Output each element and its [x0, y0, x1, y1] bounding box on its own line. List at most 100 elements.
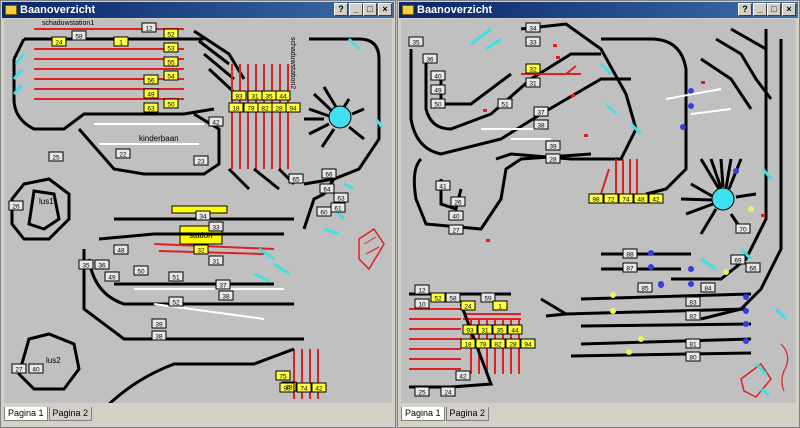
signal-blue[interactable] — [680, 124, 686, 130]
block-18[interactable] — [460, 338, 476, 349]
maximize-button[interactable]: □ — [363, 3, 377, 16]
block-28[interactable] — [545, 153, 561, 164]
signal-blue[interactable] — [688, 88, 694, 94]
minimize-button[interactable]: _ — [753, 3, 767, 16]
left-titlebar[interactable]: Baanoverzicht ? _ □ × — [2, 2, 394, 18]
maximize-button[interactable]: □ — [767, 3, 781, 16]
signal-blue[interactable] — [688, 103, 694, 109]
block-58[interactable] — [445, 292, 461, 303]
block-42[interactable] — [208, 116, 224, 127]
block-37[interactable] — [215, 279, 231, 290]
block-56[interactable] — [143, 74, 159, 85]
block-75[interactable] — [275, 370, 291, 381]
block-36[interactable] — [94, 259, 110, 270]
block-66[interactable] — [745, 262, 761, 273]
block-84[interactable] — [700, 282, 716, 293]
block-28b[interactable] — [505, 338, 521, 349]
turntable-left[interactable] — [328, 105, 352, 129]
left-track-canvas[interactable]: schaduwstation1 schaduwstation2 kinderba… — [4, 19, 392, 403]
block-1[interactable] — [113, 36, 129, 47]
block-60[interactable] — [316, 206, 332, 217]
block-40[interactable] — [430, 70, 446, 81]
block-32[interactable] — [525, 63, 541, 74]
block-32[interactable] — [193, 244, 209, 255]
block-34[interactable] — [525, 22, 541, 33]
block-41[interactable] — [435, 180, 451, 191]
right-titlebar[interactable]: Baanoverzicht ? _ □ × — [399, 2, 798, 18]
tab-pagina-1[interactable]: Pagina 1 — [401, 407, 445, 421]
block-18[interactable] — [228, 102, 244, 113]
block-42[interactable] — [648, 193, 664, 204]
block-26[interactable] — [450, 196, 466, 207]
block-53[interactable] — [163, 42, 179, 53]
block-35b[interactable] — [492, 324, 508, 335]
block-24b[interactable] — [440, 386, 456, 397]
block-98[interactable] — [588, 193, 604, 204]
block-38b[interactable] — [151, 330, 167, 341]
help-button[interactable]: ? — [738, 3, 752, 16]
block-48[interactable] — [633, 193, 649, 204]
block-12[interactable] — [414, 284, 430, 295]
block-27[interactable] — [448, 224, 464, 235]
block-87[interactable] — [622, 262, 638, 273]
block-38[interactable] — [533, 119, 549, 130]
block-52b[interactable] — [168, 296, 184, 307]
block-34[interactable] — [195, 210, 211, 221]
tab-pagina-2[interactable]: Pagina 2 — [445, 407, 490, 421]
block-39[interactable] — [545, 140, 561, 151]
close-button[interactable]: × — [378, 3, 392, 16]
block-78[interactable] — [475, 338, 491, 349]
block-80[interactable] — [685, 351, 701, 362]
block-23[interactable] — [193, 155, 209, 166]
block-50[interactable] — [163, 98, 179, 109]
block-50[interactable] — [430, 98, 446, 109]
block-10[interactable] — [414, 298, 430, 309]
block-24[interactable] — [51, 36, 67, 47]
block-82[interactable] — [685, 310, 701, 321]
block-40[interactable] — [28, 363, 44, 374]
help-button[interactable]: ? — [334, 3, 348, 16]
block-25[interactable] — [414, 386, 430, 397]
block-74[interactable] — [296, 382, 312, 393]
block-52[interactable] — [163, 28, 179, 39]
block-93[interactable] — [231, 90, 247, 101]
block-59[interactable] — [480, 292, 496, 303]
block-51[interactable] — [497, 98, 513, 109]
block-88[interactable] — [622, 248, 638, 259]
block-37[interactable] — [533, 106, 549, 117]
block-42b[interactable] — [311, 382, 327, 393]
block-52[interactable] — [430, 292, 446, 303]
block-44[interactable] — [507, 324, 523, 335]
block-31b[interactable] — [208, 255, 224, 266]
crossing-icon[interactable] — [358, 227, 385, 271]
block-98[interactable] — [279, 382, 295, 393]
block-74[interactable] — [618, 193, 634, 204]
block-22[interactable] — [115, 148, 131, 159]
block-44[interactable] — [275, 90, 291, 101]
block-31[interactable] — [525, 77, 541, 88]
block-35b[interactable] — [78, 259, 94, 270]
block-83[interactable] — [685, 296, 701, 307]
block-51[interactable] — [168, 271, 184, 282]
block-66[interactable] — [321, 168, 337, 179]
block-55[interactable] — [163, 56, 179, 67]
block-33[interactable] — [208, 221, 224, 232]
block-40b[interactable] — [448, 210, 464, 221]
signal-blue[interactable] — [733, 168, 739, 174]
block-58[interactable] — [71, 30, 87, 41]
block-64[interactable] — [319, 183, 335, 194]
left-track-layout[interactable]: schaduwstation1 schaduwstation2 kinderba… — [4, 19, 392, 403]
block-49[interactable] — [430, 84, 446, 95]
block-1[interactable] — [492, 300, 508, 311]
block-81[interactable] — [685, 338, 701, 349]
block-49b[interactable] — [104, 271, 120, 282]
block-65[interactable] — [288, 173, 304, 184]
block-48[interactable] — [113, 244, 129, 255]
block-33[interactable] — [525, 36, 541, 47]
minimize-button[interactable]: _ — [349, 3, 363, 16]
block-72[interactable] — [603, 193, 619, 204]
block-54[interactable] — [163, 70, 179, 81]
